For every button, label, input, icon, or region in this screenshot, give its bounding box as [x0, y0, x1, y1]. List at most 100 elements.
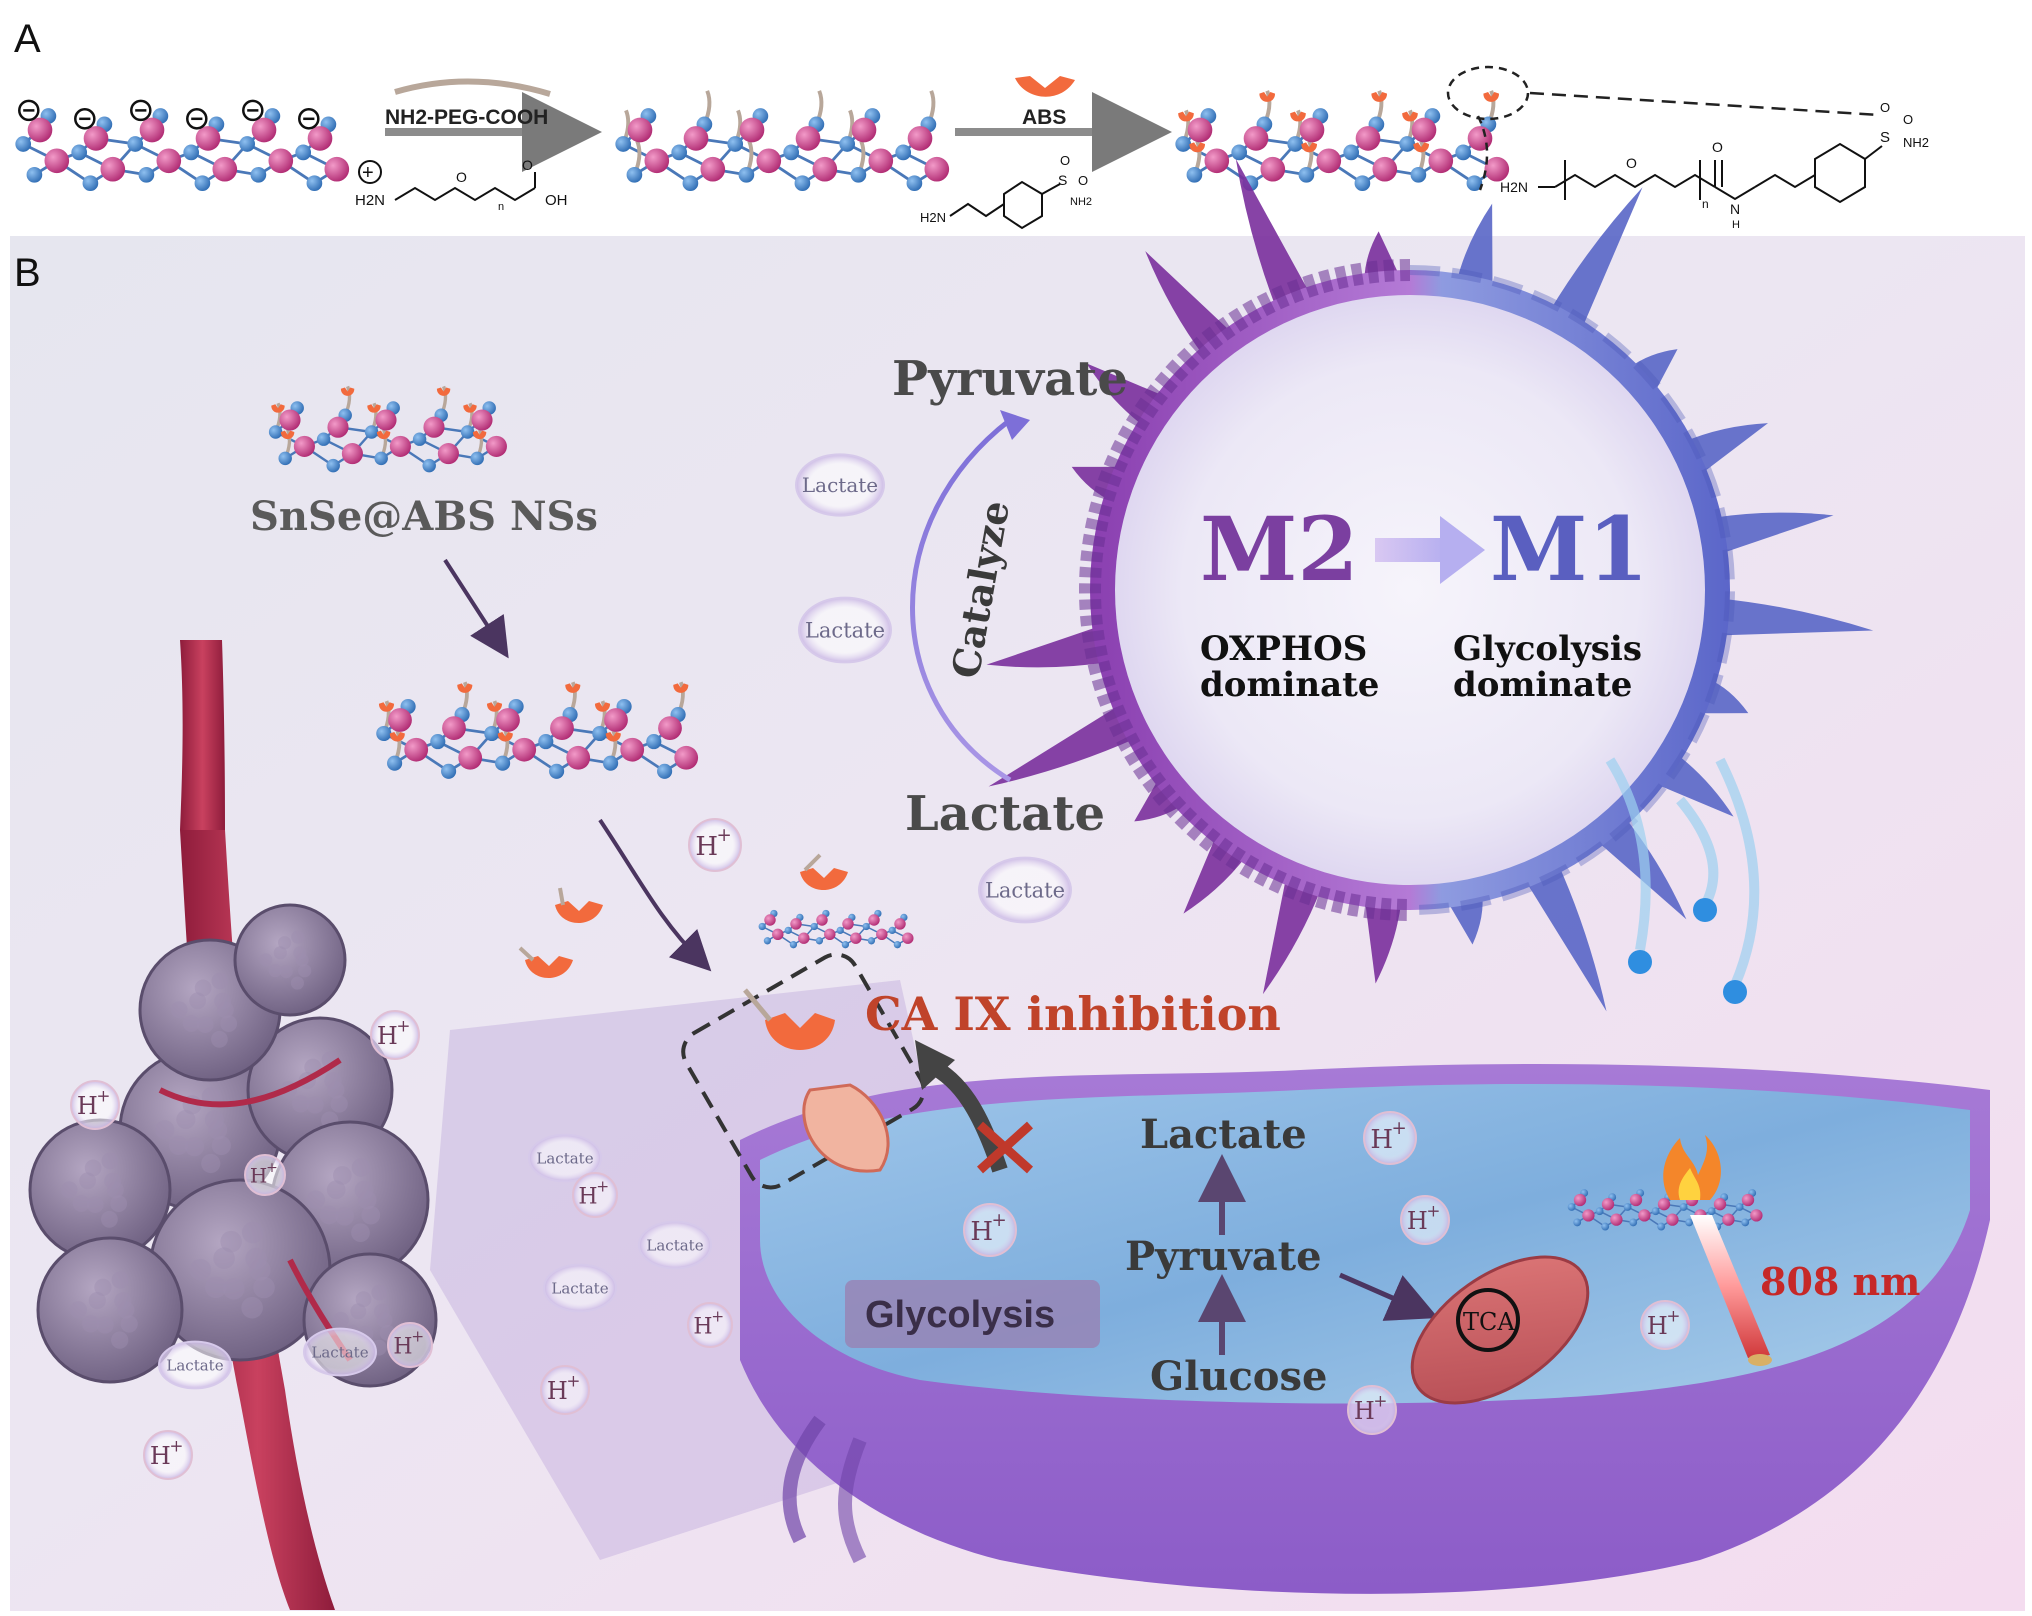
proton-bubble: H+ [370, 1010, 420, 1060]
svg-text:N: N [1730, 201, 1740, 217]
bubble-layer: LactateLactateLactateLactateLactateLacta… [70, 453, 1690, 1480]
proton-bubble: H+ [1363, 1111, 1417, 1165]
zoom-circle [1446, 65, 1530, 121]
proton-bubble: H+ [540, 1365, 590, 1415]
svg-text:O: O [1712, 139, 1723, 155]
lactate-label: Lactate [905, 786, 1105, 842]
lactate-bubble: Lactate [795, 453, 885, 517]
svg-text:Lactate: Lactate [805, 618, 885, 642]
mitochondria-icon [1410, 1255, 1590, 1405]
lactate-bubble: Lactate [798, 596, 892, 664]
linkage-structure: H2N O n O N H S O O NH2 [1500, 100, 1929, 231]
svg-text:H: H [695, 832, 718, 862]
ca9-curved-arrow-head [915, 1040, 955, 1090]
cell-glucose-label: Glucose [1150, 1353, 1327, 1400]
svg-text:O: O [1078, 173, 1088, 188]
svg-text:+: + [711, 1308, 724, 1326]
glycolysis-box [845, 1280, 1100, 1348]
proton-bubble: H+ [70, 1080, 120, 1130]
lactate-bubble: Lactate [528, 1133, 602, 1183]
m1-desc-line2: dominate [1453, 665, 1632, 705]
svg-text:H: H [1407, 1207, 1428, 1235]
tca-label: TCA [1463, 1308, 1515, 1336]
svg-text:H: H [578, 1184, 597, 1209]
svg-text:H: H [970, 1217, 993, 1247]
zoom-line-down [1476, 115, 1489, 191]
svg-text:H: H [77, 1092, 98, 1120]
svg-text:H: H [1647, 1312, 1668, 1340]
lactate-bubble: Lactate [543, 1263, 617, 1313]
cell-pyruvate-label: Pyruvate [1125, 1233, 1322, 1280]
catalyze-arc [910, 418, 1012, 783]
svg-text:H: H [150, 1442, 171, 1470]
svg-text:H: H [377, 1022, 398, 1050]
m1-label: M1 [1490, 497, 1649, 601]
ca9-label: CA IX inhibition [865, 987, 1281, 1041]
flame-icon [1663, 1135, 1721, 1200]
svg-text:O: O [522, 157, 533, 173]
svg-text:H: H [393, 1334, 412, 1359]
proton-bubble: H+ [244, 1154, 286, 1196]
m2-to-m1-arrow [1375, 538, 1445, 562]
svg-text:O: O [1903, 112, 1913, 127]
svg-text:n: n [498, 201, 504, 213]
pyruvate-to-tca-arrow [1338, 1272, 1439, 1321]
lactate-bubble: Lactate [978, 856, 1072, 924]
svg-text:H2N: H2N [920, 210, 946, 225]
svg-text:H: H [1354, 1397, 1375, 1425]
svg-text:+: + [1426, 1200, 1440, 1220]
bound-abs-molecule [765, 1013, 835, 1050]
svg-text:+: + [396, 1015, 410, 1035]
pristine-nanosheet [15, 99, 350, 192]
proton-bubble: H+ [1640, 1300, 1690, 1350]
flow-arrow [443, 558, 509, 659]
lactate-bubble: Lactate [303, 1327, 377, 1377]
svg-text:NH2: NH2 [1070, 196, 1092, 208]
panel-a-label: A [14, 17, 41, 61]
svg-text:+: + [566, 1370, 580, 1390]
glycolysis-box-label: Glycolysis [865, 1294, 1055, 1336]
svg-text:+: + [596, 1178, 609, 1196]
ca9-binding-box [681, 952, 926, 1190]
zoom-line [1529, 91, 1881, 117]
free-abs-molecule [800, 853, 848, 891]
svg-text:+: + [96, 1085, 110, 1105]
svg-text:OH: OH [545, 192, 568, 209]
svg-text:S: S [1058, 172, 1067, 188]
proton-bubble: H+ [687, 1302, 733, 1348]
svg-text:+: + [991, 1210, 1006, 1231]
released-nanosheet [758, 909, 914, 949]
flow-arrow [598, 818, 712, 972]
svg-text:Lactate: Lactate [551, 1279, 608, 1297]
svg-text:O: O [1060, 153, 1070, 168]
svg-text:+: + [716, 825, 731, 846]
svg-text:H: H [1732, 219, 1740, 231]
panel-b-label: B [14, 251, 41, 295]
laser-tip [1748, 1354, 1772, 1366]
svg-text:+: + [169, 1435, 183, 1455]
step2-label: ABS [1022, 106, 1066, 129]
svg-text:+: + [1391, 1118, 1406, 1139]
pyruvate-label: Pyruvate [892, 351, 1128, 407]
step1-label: NH2-PEG-COOH [385, 106, 548, 129]
ca9-enzyme-icon [802, 1083, 890, 1173]
svg-text:O: O [1626, 155, 1637, 171]
svg-text:+: + [1373, 1390, 1387, 1410]
peg-structure: + H2N O n O OH [355, 157, 568, 213]
lactate-bubble: Lactate [158, 1340, 232, 1390]
proton-bubble: H+ [688, 818, 742, 872]
panel-a: A NH2-PEG-COOH + H2N O n O OH ABS H2N S [14, 17, 1929, 231]
snse-abs-nanosheet-large [376, 681, 699, 779]
m2-to-m1-arrow-head [1440, 516, 1485, 584]
svg-text:Lactate: Lactate [646, 1236, 703, 1254]
svg-text:Lactate: Lactate [166, 1356, 223, 1374]
snse-abs-nanosheet [268, 385, 507, 473]
svg-text:S: S [1880, 129, 1890, 146]
svg-text:H2N: H2N [355, 192, 385, 209]
svg-text:H2N: H2N [1500, 179, 1528, 195]
svg-text:Lactate: Lactate [985, 878, 1065, 902]
panel-b: B SnSe@ABS NSs [10, 158, 2025, 1611]
free-abs-molecule [518, 946, 573, 979]
m2-label: M2 [1200, 497, 1359, 601]
